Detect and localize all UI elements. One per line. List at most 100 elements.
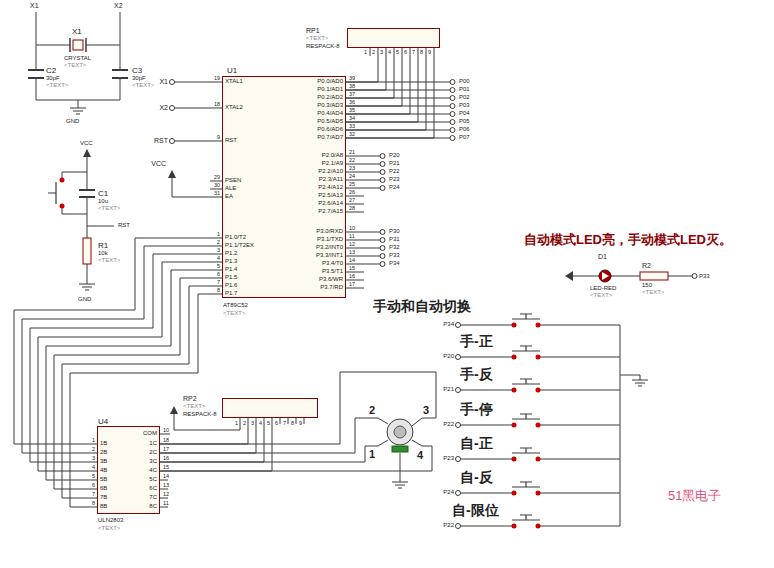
schematic-label: C3 <box>132 66 142 75</box>
terminal-symbol <box>170 106 175 111</box>
wire-connector <box>160 418 256 453</box>
crystal-symbol <box>70 38 86 52</box>
schematic-label: 11 <box>349 233 355 239</box>
schematic-label: 12 <box>349 241 355 247</box>
wire-connector <box>160 418 248 444</box>
wire-connector <box>160 418 264 462</box>
schematic-label: 28 <box>349 205 355 211</box>
schematic-label: P2.7/A15 <box>318 208 343 215</box>
wire-connector <box>346 48 418 122</box>
motor-symbol <box>387 419 413 445</box>
schematic-label: CRYSTAL <box>64 55 91 62</box>
schematic-label: 5 <box>217 263 220 269</box>
schematic-label: 10 <box>163 427 169 433</box>
component-box: RP1<TEXT>RESPACK-8 <box>347 28 440 48</box>
schematic-label: P2.6/A14 <box>318 200 343 207</box>
schematic-label: 14 <box>163 473 169 479</box>
schematic-label: 手-正 <box>460 333 493 349</box>
schematic-label: 9 <box>217 134 220 140</box>
part-label: <TEXT> <box>98 525 120 532</box>
schematic-label: 3 <box>251 420 254 426</box>
schematic-label: P1.1/T2EX <box>225 242 254 249</box>
schematic-label: 6 <box>404 49 407 55</box>
schematic-label: P03 <box>459 102 470 109</box>
schematic-label: P01 <box>459 86 470 93</box>
schematic-label: PSEN <box>225 177 241 184</box>
schematic-label: 13 <box>163 482 169 488</box>
schematic-label: VCC <box>151 160 166 168</box>
schematic-label: 30 <box>214 182 220 188</box>
schematic-label: P23 <box>389 176 400 183</box>
part-label: AT89C52 <box>223 302 248 309</box>
schematic-label: P30 <box>389 228 400 235</box>
schematic-label: 手动和自动切换 <box>373 298 471 314</box>
schematic-label: 5 <box>396 49 399 55</box>
schematic-label: 3 <box>380 49 383 55</box>
schematic-label: X1 <box>30 2 39 10</box>
part-label: U1 <box>227 66 237 75</box>
button-contact <box>512 355 517 360</box>
schematic-label: 8 <box>92 500 95 506</box>
schematic-label: C1 <box>98 189 108 198</box>
capacitor-symbol <box>28 70 128 197</box>
schematic-label: 7C <box>149 494 157 501</box>
part-label: RP2 <box>183 395 197 403</box>
schematic-label: P02 <box>459 94 470 101</box>
schematic-label: <TEXT> <box>590 292 612 299</box>
wire-connector <box>346 48 378 82</box>
wire-connector <box>346 48 410 114</box>
terminal-symbol <box>170 139 175 144</box>
schematic-label: 18 <box>163 437 169 443</box>
schematic-label: X1 <box>72 27 82 36</box>
schematic-label: 7 <box>92 491 95 497</box>
schematic-label: 24 <box>349 173 355 179</box>
button-contact <box>512 388 517 393</box>
schematic-label: P3.7/RD <box>320 284 343 291</box>
terminal-symbol <box>380 246 385 251</box>
schematic-label: R1 <box>98 241 108 250</box>
terminal-symbol <box>380 262 385 267</box>
button-contact <box>536 457 541 462</box>
schematic-label: COM <box>143 430 157 437</box>
schematic-label: 4 <box>417 449 423 462</box>
schematic-label: 2C <box>149 449 157 456</box>
schematic-label: 18 <box>214 101 220 107</box>
schematic-label: 6 <box>217 271 220 277</box>
schematic-label: 26 <box>349 189 355 195</box>
schematic-label: 4C <box>149 467 157 474</box>
button-contact <box>512 423 517 428</box>
schematic-label: P2.0/A8 <box>322 152 343 159</box>
crystal-symbol <box>73 40 83 50</box>
schematic-label: ALE <box>225 185 236 192</box>
schematic-label: <TEXT> <box>64 62 86 69</box>
schematic-label: 3 <box>92 455 95 461</box>
terminal-symbol <box>456 323 461 328</box>
button-contact <box>512 524 517 529</box>
button-contact <box>536 355 541 360</box>
terminal-symbol <box>380 178 385 183</box>
button-contact <box>512 323 517 328</box>
terminal-symbol <box>380 230 385 235</box>
schematic-label: P20 <box>443 353 454 360</box>
button-contact <box>536 524 541 529</box>
schematic-label: 17 <box>163 446 169 452</box>
schematic-label: 10k <box>98 250 108 257</box>
schematic-label: D1 <box>598 253 607 261</box>
wire-connector <box>346 48 402 106</box>
schematic-label: 6 <box>275 420 278 426</box>
schematic-label: 36 <box>349 99 355 105</box>
schematic-label: <TEXT> <box>132 82 154 89</box>
schematic-label: P0.6/AD6 <box>317 126 343 133</box>
schematic-label: 自动模式LED亮，手动模式LED灭。 <box>524 233 732 248</box>
schematic-label: P22 <box>443 522 454 529</box>
schematic-label: 16 <box>163 455 169 461</box>
schematic-label: R2 <box>642 262 651 270</box>
schematic-label: P2.1/A9 <box>322 160 343 167</box>
schematic-label: 19 <box>214 75 220 81</box>
schematic-label: 5B <box>100 476 107 483</box>
terminal-symbol <box>450 120 455 125</box>
terminal-symbol <box>380 186 385 191</box>
wire-connector <box>346 48 434 138</box>
